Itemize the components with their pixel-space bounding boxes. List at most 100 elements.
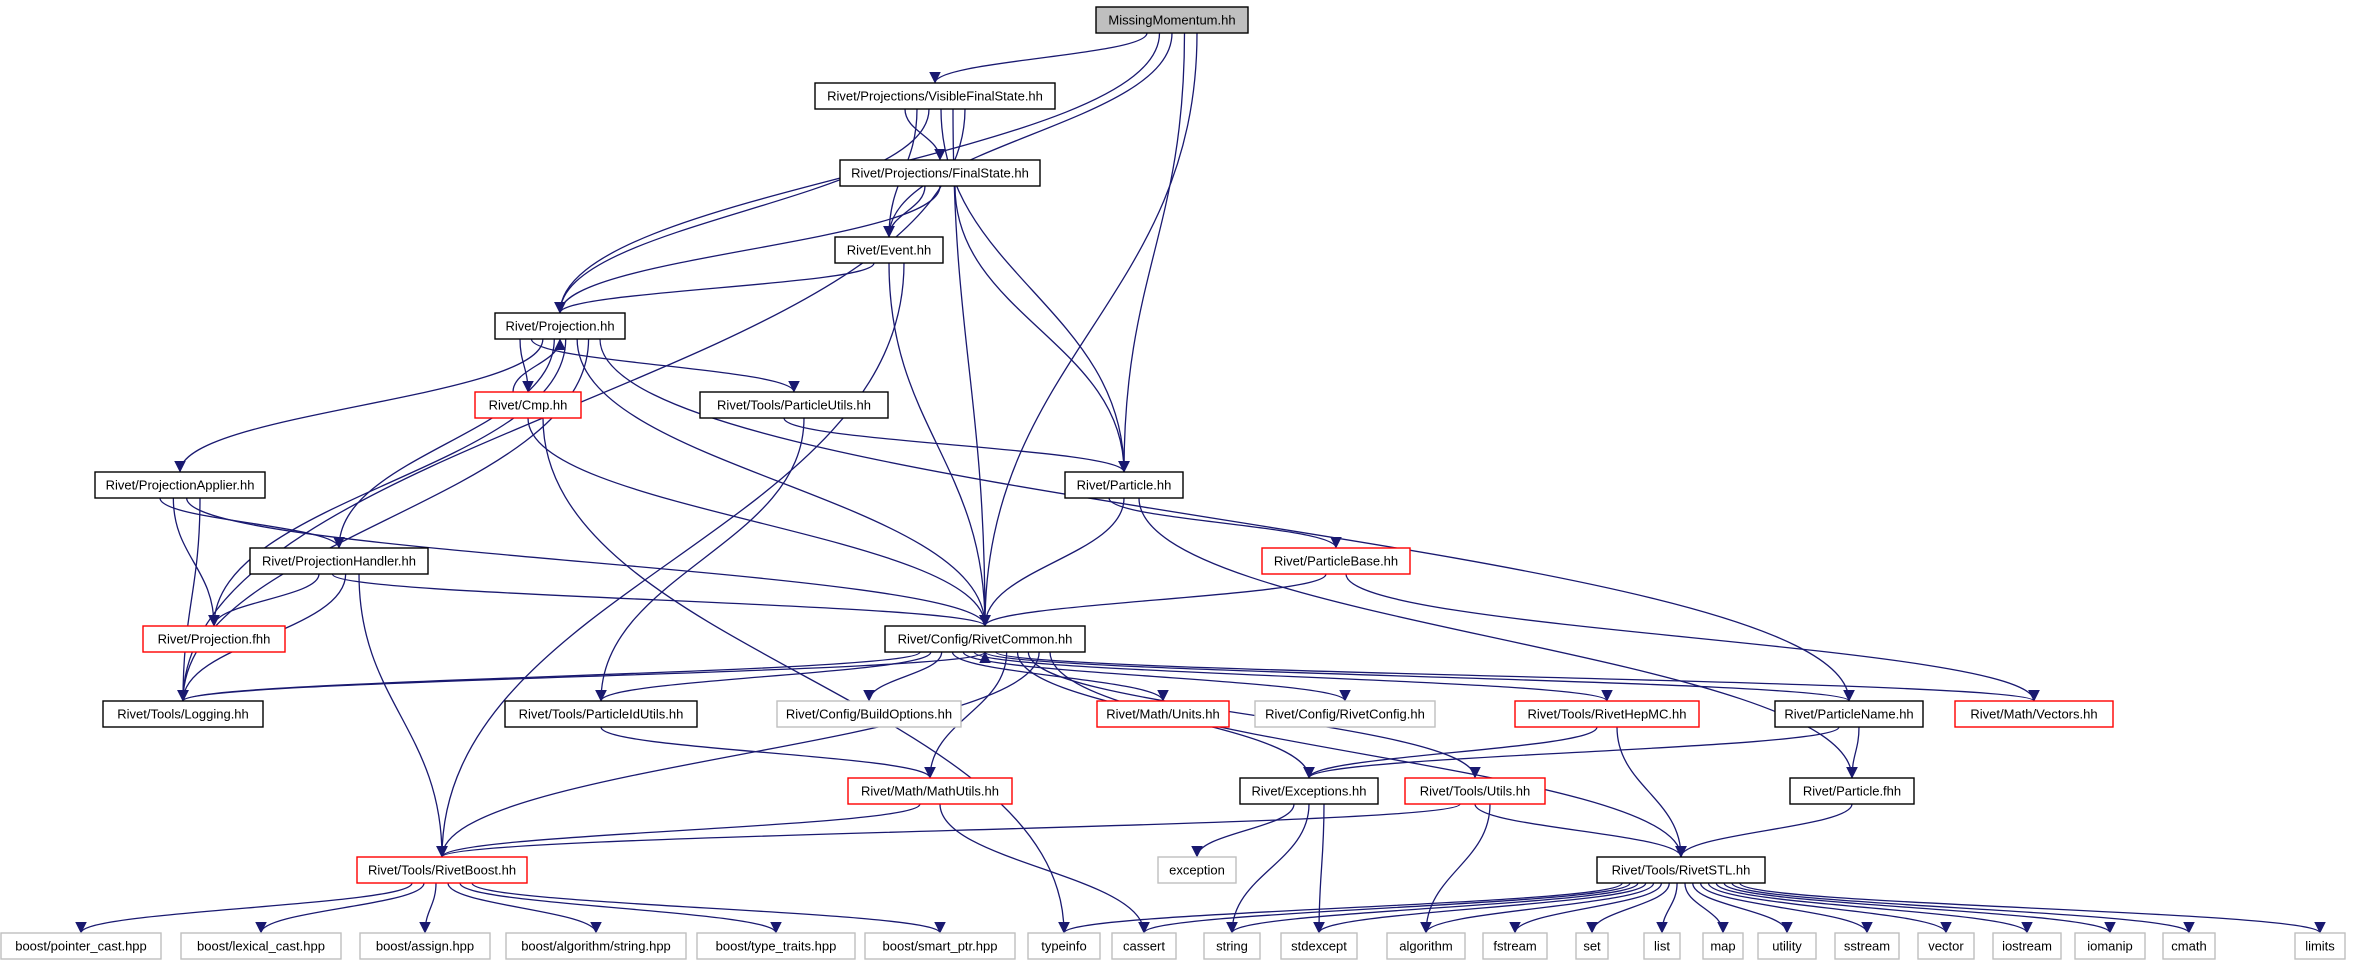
node-box — [1596, 856, 1766, 884]
node-label: Rivet/ParticleBase.hh — [1274, 554, 1398, 569]
edge-proj-to-cmp — [519, 338, 534, 393]
node-box — [180, 932, 342, 960]
node-common[interactable]: Rivet/Config/RivetCommon.hh — [884, 625, 1086, 653]
node-box — [249, 547, 429, 575]
edge-stl-to-utility — [1692, 882, 1793, 934]
edge-papplier-to-common — [186, 497, 991, 627]
node-box — [1954, 700, 2114, 728]
node-label: Rivet/Cmp.hh — [489, 398, 568, 413]
node-box — [847, 777, 1013, 805]
node-box — [94, 471, 266, 499]
node-typeinfo: typeinfo — [1027, 932, 1101, 960]
node-label: Rivet/ParticleName.hh — [1784, 707, 1913, 722]
node-box — [834, 236, 944, 264]
node-label: cassert — [1123, 939, 1165, 954]
node-box — [1789, 777, 1915, 805]
node-box — [1095, 6, 1249, 34]
node-exceptions[interactable]: Rivet/Exceptions.hh — [1239, 777, 1379, 805]
edge-vfs-to-common — [952, 108, 991, 627]
edge-common-to-mathutils — [924, 651, 1008, 779]
node-b_tt: boost/type_traits.hpp — [696, 932, 856, 960]
node-phandler[interactable]: Rivet/ProjectionHandler.hh — [249, 547, 429, 575]
edge-proj-to-pname — [599, 338, 1855, 702]
node-stl[interactable]: Rivet/Tools/RivetSTL.hh — [1596, 856, 1766, 884]
edge-pbase-to-vectors — [1345, 573, 2040, 702]
node-boost[interactable]: Rivet/Tools/RivetBoost.hh — [356, 856, 528, 884]
edge-common-to-buildopts — [863, 651, 943, 702]
node-pbase[interactable]: Rivet/ParticleBase.hh — [1261, 547, 1411, 575]
node-box — [356, 856, 528, 884]
node-label: iomanip — [2087, 939, 2133, 954]
edge-event-to-common — [888, 262, 991, 627]
edge-common-to-pname — [984, 651, 1855, 702]
edge-common-to-units — [951, 651, 1169, 702]
node-box — [505, 932, 687, 960]
node-label: Rivet/Config/RivetCommon.hh — [898, 632, 1073, 647]
node-pfhh2[interactable]: Rivet/Particle.fhh — [1789, 777, 1915, 805]
node-label: Rivet/Math/MathUtils.hh — [861, 784, 999, 799]
node-putils[interactable]: Rivet/Tools/ParticleUtils.hh — [699, 391, 889, 419]
node-label: boost/algorithm/string.hpp — [521, 939, 671, 954]
node-box — [1261, 547, 1411, 575]
node-stdexcept: stdexcept — [1280, 932, 1358, 960]
edge-common-to-boost — [436, 651, 1040, 858]
node-label: vector — [1928, 939, 1964, 954]
edge-phandler-to-boost — [358, 573, 448, 858]
node-iostream: iostream — [1992, 932, 2062, 960]
edge-stl-to-vector — [1707, 882, 1952, 934]
node-fs[interactable]: Rivet/Projections/FinalState.hh — [839, 159, 1041, 187]
node-particle[interactable]: Rivet/Particle.hh — [1064, 471, 1184, 499]
node-label: boost/assign.hpp — [376, 939, 474, 954]
node-papplier[interactable]: Rivet/ProjectionApplier.hh — [94, 471, 266, 499]
edge-stl-to-iomanip — [1723, 882, 2116, 934]
edge-pname-to-pfhh2 — [1846, 726, 1860, 779]
node-hepmc[interactable]: Rivet/Tools/RivetHepMC.hh — [1514, 700, 1700, 728]
node-missing[interactable]: MissingMomentum.hh — [1095, 6, 1249, 34]
node-label: sstream — [1844, 939, 1890, 954]
edge-vfs-to-fs — [904, 108, 946, 161]
node-event[interactable]: Rivet/Event.hh — [834, 236, 944, 264]
edge-boost-to-b_lc — [255, 882, 425, 934]
edge-stl-to-typeinfo — [1058, 882, 1623, 934]
node-utility: utility — [1757, 932, 1817, 960]
node-mathutils[interactable]: Rivet/Math/MathUtils.hh — [847, 777, 1013, 805]
edge-hepmc-to-exceptions — [1303, 726, 1598, 779]
node-units[interactable]: Rivet/Math/Units.hh — [1096, 700, 1230, 728]
node-sstream: sstream — [1834, 932, 1900, 960]
edge-cmp-to-common — [527, 417, 991, 627]
node-pfhh[interactable]: Rivet/Projection.fhh — [142, 625, 286, 653]
node-proj[interactable]: Rivet/Projection.hh — [494, 312, 626, 340]
node-box — [1386, 932, 1466, 960]
node-pname[interactable]: Rivet/ParticleName.hh — [1774, 700, 1924, 728]
node-vfs[interactable]: Rivet/Projections/VisibleFinalState.hh — [814, 82, 1056, 110]
edge-particle-to-pbase — [1108, 497, 1342, 549]
node-iomanip: iomanip — [2074, 932, 2146, 960]
node-label: typeinfo — [1041, 939, 1087, 954]
node-label: Rivet/Tools/RivetBoost.hh — [368, 863, 516, 878]
node-label: list — [1654, 939, 1670, 954]
node-logging[interactable]: Rivet/Tools/Logging.hh — [102, 700, 264, 728]
node-label: Rivet/Config/BuildOptions.hh — [786, 707, 952, 722]
edge-stl-to-list — [1656, 882, 1678, 934]
node-vectors[interactable]: Rivet/Math/Vectors.hh — [1954, 700, 2114, 728]
edge-common-to-pidutils — [595, 651, 932, 702]
node-tutils[interactable]: Rivet/Tools/Utils.hh — [1404, 777, 1546, 805]
edge-stl-to-fstream — [1509, 882, 1663, 934]
node-box — [102, 700, 264, 728]
node-b_pc: boost/pointer_cast.hpp — [0, 932, 162, 960]
edge-missing-to-vfs — [929, 32, 1148, 84]
node-box — [1239, 777, 1379, 805]
node-box — [1157, 856, 1237, 884]
node-label: MissingMomentum.hh — [1108, 13, 1235, 28]
node-cmp[interactable]: Rivet/Cmp.hh — [474, 391, 582, 419]
edge-fs-to-particle — [954, 185, 1130, 473]
node-label: cmath — [2171, 939, 2206, 954]
node-box — [359, 932, 491, 960]
node-pidutils[interactable]: Rivet/Tools/ParticleIdUtils.hh — [504, 700, 698, 728]
edge-event-to-boost — [436, 262, 905, 858]
node-box — [1482, 932, 1548, 960]
edge-mathutils-to-boost — [436, 803, 921, 858]
edge-phandler-to-pfhh — [208, 573, 320, 627]
edge-cmp-to-typeinfo — [542, 417, 1070, 934]
